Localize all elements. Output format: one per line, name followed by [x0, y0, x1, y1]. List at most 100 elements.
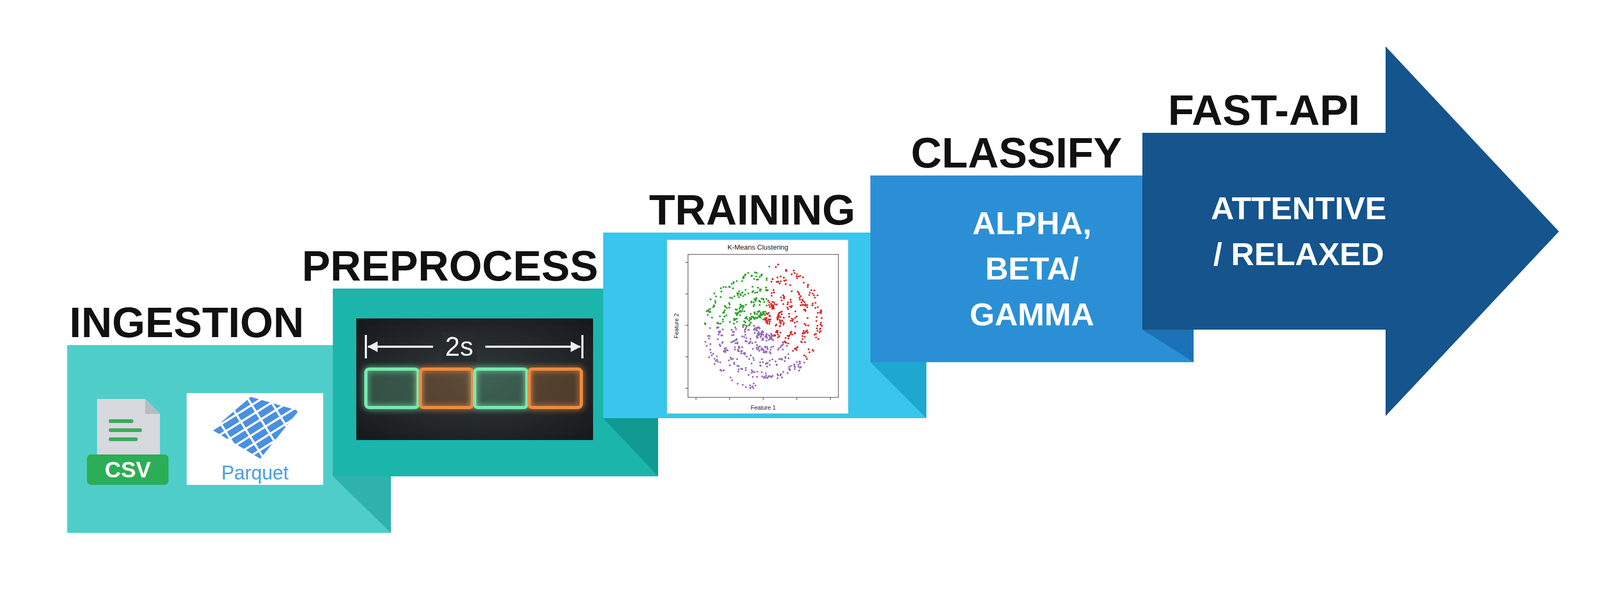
scatter-point: [748, 357, 751, 360]
window-box: [420, 369, 473, 408]
scatter-point: [745, 316, 748, 319]
axis-tick: [685, 325, 688, 326]
scatter-point: [731, 297, 734, 300]
scatter-point: [762, 331, 765, 334]
scatter-point: [750, 275, 753, 278]
scatter-point: [806, 331, 810, 334]
scatter-point: [746, 317, 749, 320]
scatter-point: [714, 300, 717, 303]
scatter-point: [741, 277, 744, 280]
scatter-point: [780, 376, 783, 379]
window-box: [474, 369, 527, 408]
scatter-point: [757, 332, 760, 335]
scatter-point: [734, 308, 738, 311]
scatter-point: [779, 320, 782, 323]
scatter-point: [810, 289, 813, 292]
scatter-point: [788, 315, 791, 318]
scatter-point: [760, 314, 763, 317]
step-heading: CLASSIFY: [910, 131, 1123, 175]
scatter-point: [721, 341, 724, 344]
scatter-point: [758, 309, 761, 312]
scatter-point: [771, 338, 774, 341]
scatter-point: [817, 338, 820, 341]
step-fold: [1142, 329, 1194, 363]
scatter-point: [745, 340, 748, 343]
scatter-point: [794, 316, 797, 319]
scatter-point: [774, 331, 778, 334]
scatter-point: [751, 291, 754, 294]
scatter-point: [756, 332, 759, 335]
scatter-point: [760, 332, 763, 335]
scatter-point: [804, 330, 807, 333]
scatter-point: [801, 298, 804, 301]
scatter-point: [780, 357, 783, 360]
scatter-point: [769, 375, 772, 378]
scatter-point: [767, 318, 770, 322]
scatter-point: [721, 341, 724, 344]
scatter-point: [772, 305, 775, 308]
scatter-point: [806, 306, 809, 309]
scatter-point: [793, 272, 796, 275]
scatter-point: [819, 312, 822, 315]
scatter-point: [739, 314, 742, 317]
scatter-point: [777, 281, 780, 284]
scatter-point: [796, 277, 799, 280]
scatter-point: [803, 361, 806, 364]
scatter-point: [798, 360, 802, 363]
scatter-point: [747, 272, 750, 275]
scatter-point: [765, 333, 768, 336]
scatter-point: [752, 301, 755, 304]
scatter-point: [786, 372, 789, 375]
scatter-point: [760, 332, 763, 335]
scatter-point: [761, 330, 764, 333]
scatter-point: [755, 278, 758, 282]
scatter-point: [776, 363, 779, 366]
scatter-point: [757, 310, 760, 314]
scatter-point: [804, 324, 807, 327]
scatter-point: [741, 291, 744, 294]
scatter-point: [812, 349, 815, 352]
scatter-point: [780, 299, 783, 302]
scatter-point: [745, 316, 748, 319]
scatter-point: [761, 375, 764, 378]
scatter-point: [778, 318, 781, 322]
scatter-point: [754, 341, 757, 344]
scatter-point: [781, 358, 784, 361]
scatter-point: [814, 336, 818, 339]
scatter-point: [802, 331, 805, 334]
scatter-point: [786, 345, 789, 348]
scatter-point: [758, 361, 762, 364]
scatter-point: [740, 350, 743, 353]
scatter-point: [774, 324, 778, 327]
scatter-point: [749, 321, 752, 324]
scatter-point: [762, 351, 765, 354]
scatter-point: [760, 313, 763, 316]
scatter-point: [747, 342, 750, 345]
scatter-point: [716, 321, 719, 324]
scatter-point: [785, 269, 788, 272]
scatter-point: [758, 327, 761, 330]
scatter-point: [724, 349, 727, 352]
axis-tick: [685, 293, 688, 295]
scatter-point: [772, 306, 775, 309]
scatter-point: [803, 301, 806, 304]
scatter-point: [820, 309, 823, 312]
scatter-point: [758, 345, 762, 348]
scatter-point: [766, 289, 770, 292]
scatter-point: [779, 331, 782, 334]
scatter-point: [717, 326, 720, 329]
scatter-point: [758, 349, 761, 352]
scatter-point: [741, 291, 744, 294]
scatter-point: [748, 341, 751, 344]
scatter-point: [742, 294, 745, 298]
scatter-point: [795, 275, 798, 278]
scatter-point: [795, 315, 798, 318]
scatter-point: [787, 342, 790, 345]
scatter-point: [770, 333, 773, 336]
scatter-point: [778, 357, 781, 360]
scatter-point: [754, 328, 757, 331]
scatter-point: [722, 369, 725, 372]
scatter-point: [777, 317, 780, 320]
scatter-point: [753, 329, 756, 332]
scatter-point: [765, 351, 768, 354]
